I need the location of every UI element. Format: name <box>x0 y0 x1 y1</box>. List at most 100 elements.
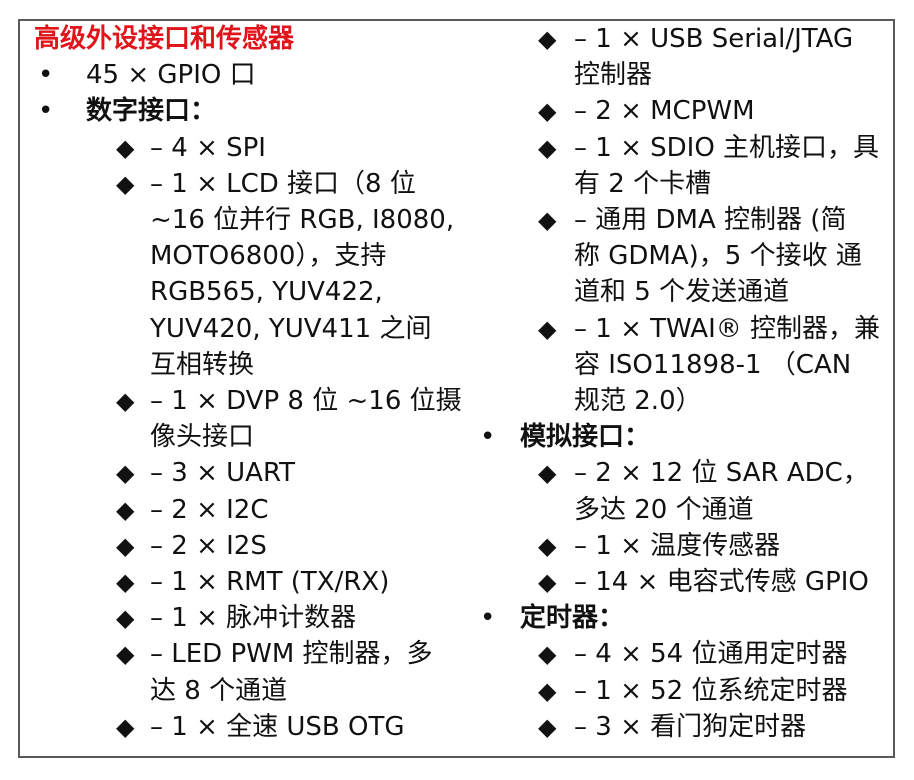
sub-item-label: – 2 × I2S <box>150 530 267 561</box>
category-item: • 模拟接口： <box>480 419 890 455</box>
continuation-line: 多达 20 个通道 <box>520 492 890 528</box>
continuation-line: 达 8 个通道 <box>34 673 464 709</box>
diamond-bullet-icon: ◆ <box>116 169 135 198</box>
sub-item-label: – 1 × 脉冲计数器 <box>150 603 357 634</box>
category-item: •数字接口： <box>34 93 464 129</box>
sub-list-item: ◆ – 1 × DVP 8 位 ~16 位摄 <box>34 383 464 419</box>
continuation-line: 规范 2.0） <box>520 383 890 419</box>
sub-item-label: – 14 × 电容式传感 GPIO <box>574 567 869 598</box>
sub-list-item: ◆ – 1 × USB Serial/JTAG <box>520 21 890 57</box>
sub-list-item: ◆ – 2 × I2C <box>34 492 464 528</box>
bullet-icon: • <box>480 603 496 634</box>
sub-list-item: ◆ – 3 × 看门狗定时器 <box>520 709 890 745</box>
sub-list-item: ◆ – 1 × LCD 接口（8 位 <box>34 166 464 202</box>
item-label: 45 × GPIO 口 <box>86 60 256 91</box>
sub-item-label: – 1 × SDIO 主机接口，具 <box>574 132 880 163</box>
diamond-bullet-icon: ◆ <box>538 568 557 597</box>
continuation-text: 互相转换 <box>150 349 255 380</box>
sub-item-label: – 3 × UART <box>150 458 295 489</box>
sub-list-item: ◆ – 1 × RMT (TX/RX) <box>34 564 464 600</box>
sub-list-item: ◆– 4 × SPI <box>34 130 464 166</box>
continuation-text: ~16 位并行 RGB, I8080, <box>150 205 455 236</box>
continuation-line: ~16 位并行 RGB, I8080, <box>34 202 464 238</box>
continuation-text: MOTO6800），支持 <box>150 241 387 272</box>
continuation-line: MOTO6800），支持 <box>34 238 464 274</box>
continuation-text: 控制器 <box>574 60 653 91</box>
sub-item-label: – 通用 DMA 控制器 (简 <box>574 205 847 236</box>
sub-item-label: – 4 × 54 位通用定时器 <box>574 639 848 670</box>
bullet-icon: • <box>38 60 54 91</box>
diamond-bullet-icon: ◆ <box>116 387 135 416</box>
sub-item-label: – 1 × 全速 USB OTG <box>150 711 405 742</box>
diamond-bullet-icon: ◆ <box>116 712 135 741</box>
sub-item-label: – 2 × 12 位 SAR ADC， <box>574 458 869 489</box>
diamond-bullet-icon: ◆ <box>538 676 557 705</box>
diamond-bullet-icon: ◆ <box>116 640 135 669</box>
diamond-bullet-icon: ◆ <box>538 25 557 53</box>
left-column: 高级外设接口和传感器 •45 × GPIO 口•数字接口：◆– 4 × SPI◆… <box>34 21 464 745</box>
continuation-line: 称 GDMA)，5 个接收 通 <box>520 238 890 274</box>
continuation-text: 容 ISO11898-1 （CAN <box>574 349 852 380</box>
continuation-text: 规范 2.0） <box>574 386 702 417</box>
sub-list-item: ◆ – 1 × 52 位系统定时器 <box>520 673 890 709</box>
diamond-bullet-icon: ◆ <box>116 133 135 162</box>
category-item: • 定时器： <box>480 600 890 636</box>
sub-list-item: ◆ – 1 × 全速 USB OTG <box>34 709 464 745</box>
sub-item-label: – 3 × 看门狗定时器 <box>574 711 807 742</box>
sub-list-item: ◆ – LED PWM 控制器，多 <box>34 636 464 672</box>
sub-item-label: – 1 × 温度传感器 <box>574 530 781 561</box>
continuation-text: 道和 5 个发送通道 <box>574 277 790 308</box>
diamond-bullet-icon: ◆ <box>116 604 135 633</box>
section-title: 高级外设接口和传感器 <box>34 24 295 54</box>
continuation-text: 多达 20 个通道 <box>574 494 754 525</box>
diamond-bullet-icon: ◆ <box>116 495 135 524</box>
sub-item-label: – 1 × RMT (TX/RX) <box>150 567 390 598</box>
sub-list-item: ◆ – 通用 DMA 控制器 (简 <box>520 202 890 238</box>
continuation-text: 有 2 个卡槽 <box>574 168 712 199</box>
diamond-bullet-icon: ◆ <box>538 459 557 488</box>
content-frame: 高级外设接口和传感器 •45 × GPIO 口•数字接口：◆– 4 × SPI◆… <box>18 19 895 758</box>
sub-item-label: – LED PWM 控制器，多 <box>150 639 433 670</box>
continuation-line: 控制器 <box>520 57 890 93</box>
list-item: • 45 × GPIO 口 <box>34 57 464 93</box>
sub-list-item: ◆ – 1 × 脉冲计数器 <box>34 600 464 636</box>
continuation-text: RGB565, YUV422, <box>150 277 383 308</box>
continuation-line: 像头接口 <box>34 419 464 455</box>
sub-list-item: ◆– 1 × SDIO 主机接口，具 <box>520 130 890 166</box>
diamond-bullet-icon: ◆ <box>116 568 135 597</box>
continuation-text: YUV420, YUV411 之间 <box>150 313 432 344</box>
diamond-bullet-icon: ◆ <box>538 206 557 235</box>
diamond-bullet-icon: ◆ <box>538 314 557 343</box>
category-label: 数字接口： <box>86 96 217 127</box>
diamond-bullet-icon: ◆ <box>538 640 557 669</box>
category-label: 定时器： <box>520 603 625 634</box>
diamond-bullet-icon: ◆ <box>538 712 557 741</box>
sub-list-item: ◆ – 1 × 温度传感器 <box>520 528 890 564</box>
category-label: 模拟接口： <box>520 422 651 453</box>
continuation-line: 有 2 个卡槽 <box>520 166 890 202</box>
diamond-bullet-icon: ◆ <box>116 459 135 488</box>
continuation-text: 像头接口 <box>150 422 255 453</box>
sub-item-label: – 2 × MCPWM <box>574 96 755 127</box>
continuation-line: 道和 5 个发送通道 <box>520 274 890 310</box>
sub-item-label: – 2 × I2C <box>150 494 269 525</box>
continuation-line: YUV420, YUV411 之间 <box>34 311 464 347</box>
left-list: •45 × GPIO 口•数字接口：◆– 4 × SPI◆– 1 × LCD 接… <box>34 57 464 745</box>
continuation-line: 容 ISO11898-1 （CAN <box>520 347 890 383</box>
sub-item-label: – 1 × LCD 接口（8 位 <box>150 168 416 199</box>
diamond-bullet-icon: ◆ <box>538 531 557 560</box>
continuation-line: 互相转换 <box>34 347 464 383</box>
sub-list-item: ◆ – 4 × 54 位通用定时器 <box>520 636 890 672</box>
sub-item-label: – 1 × 52 位系统定时器 <box>574 675 848 706</box>
sub-list-item: ◆ – 2 × I2S <box>34 528 464 564</box>
continuation-text: 达 8 个通道 <box>150 675 288 706</box>
sub-item-label: – 1 × USB Serial/JTAG <box>574 24 854 54</box>
sub-list-item: ◆ – 3 × UART <box>34 455 464 491</box>
sub-list-item: ◆ – 2 × 12 位 SAR ADC， <box>520 455 890 491</box>
sub-item-label: – 1 × DVP 8 位 ~16 位摄 <box>150 386 462 417</box>
diamond-bullet-icon: ◆ <box>116 531 135 560</box>
continuation-line: RGB565, YUV422, <box>34 274 464 310</box>
bullet-icon: • <box>480 422 496 453</box>
